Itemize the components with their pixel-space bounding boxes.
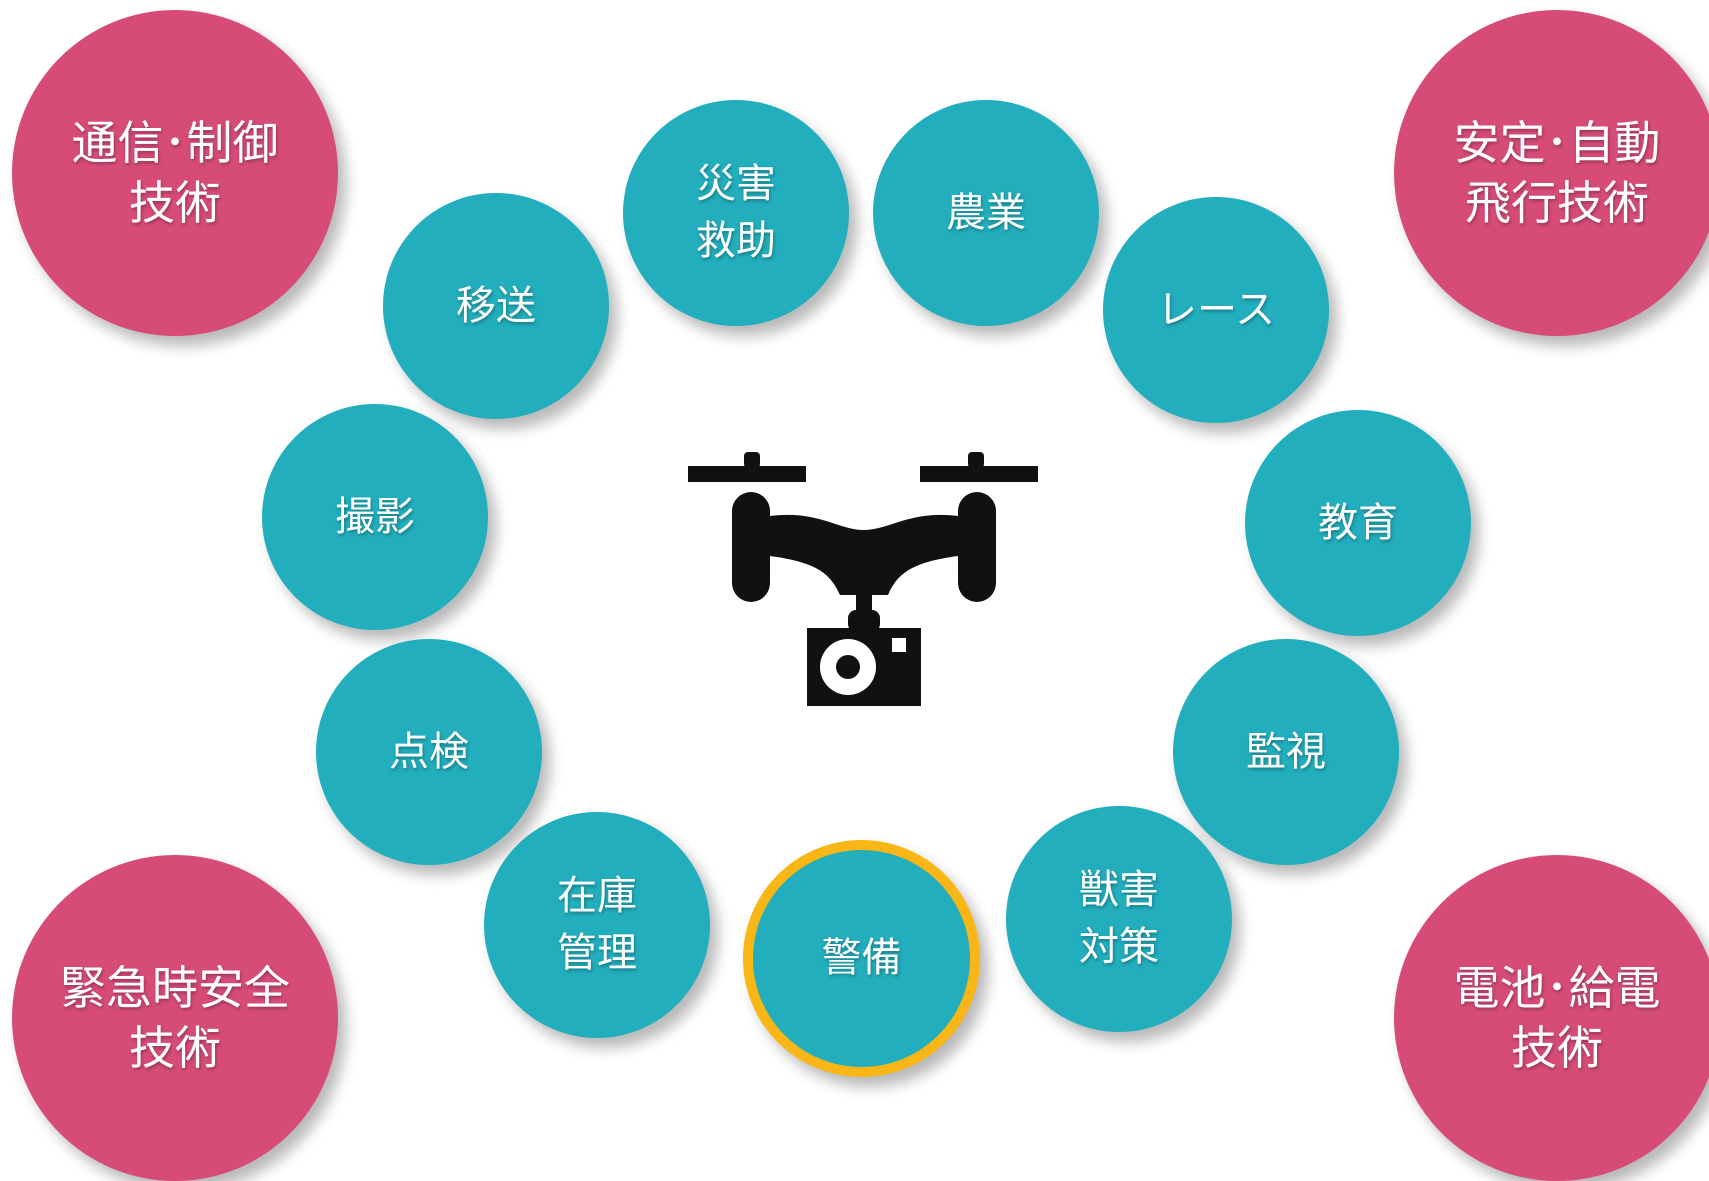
tech-communication-control: 通信･制御 技術 xyxy=(12,10,338,336)
right-propeller xyxy=(920,466,1038,482)
app-inspection: 点検 xyxy=(316,639,542,865)
app-agriculture: 農業 xyxy=(873,100,1099,326)
left-motor-leg xyxy=(732,492,770,602)
label-line1: 点検 xyxy=(389,728,469,775)
label-line2: 技術 xyxy=(129,1021,221,1075)
label-line1: 通信･制御 xyxy=(71,116,279,170)
label-line2: 技術 xyxy=(1511,1021,1603,1075)
label-line1: 監視 xyxy=(1246,728,1326,775)
app-race: レース xyxy=(1103,197,1329,423)
label-line1: 獣害 xyxy=(1079,867,1159,913)
app-transport: 移送 xyxy=(383,193,609,419)
label-line1: 移送 xyxy=(456,282,536,329)
gimbal-mount xyxy=(848,610,880,632)
label-line2: 技術 xyxy=(129,176,221,230)
app-monitoring: 監視 xyxy=(1173,639,1399,865)
label-line2: 管理 xyxy=(557,930,637,976)
app-disaster-rescue: 災害 救助 xyxy=(623,100,849,326)
app-photography: 撮影 xyxy=(262,404,488,630)
gimbal-stem xyxy=(856,595,872,613)
app-inventory-management: 在庫 管理 xyxy=(484,812,710,1038)
camera-flash xyxy=(892,638,906,652)
label-line1: 災害 xyxy=(696,161,776,207)
label-line1: 緊急時安全 xyxy=(60,961,290,1015)
left-rotor-hub xyxy=(744,452,760,468)
left-propeller xyxy=(688,466,806,482)
label-line1: 安定･自動 xyxy=(1453,116,1661,170)
tech-emergency-safety: 緊急時安全 技術 xyxy=(12,855,338,1181)
tech-stable-autonomous-flight: 安定･自動 飛行技術 xyxy=(1394,10,1709,336)
label-line1: 農業 xyxy=(946,189,1026,236)
label-line1: 警備 xyxy=(821,935,902,981)
drone-body xyxy=(770,514,958,595)
right-rotor-hub xyxy=(968,452,984,468)
tech-battery-power-supply: 電池･給電 技術 xyxy=(1394,855,1709,1181)
label-line1: 撮影 xyxy=(335,493,415,540)
label-line2: 対策 xyxy=(1079,924,1159,970)
label-line1: 電池･給電 xyxy=(1453,961,1661,1015)
app-education: 教育 xyxy=(1245,410,1471,636)
label-line1: 在庫 xyxy=(557,873,637,919)
label-line2: 救助 xyxy=(696,218,776,264)
app-wildlife-damage-control: 獣害 対策 xyxy=(1006,806,1232,1032)
camera-lens xyxy=(836,655,860,679)
label-line2: 飛行技術 xyxy=(1465,176,1649,230)
app-security-highlighted: 警備 xyxy=(743,840,980,1077)
right-motor-leg xyxy=(958,492,996,602)
drone-with-camera-icon xyxy=(688,452,1038,706)
label-line1: レース xyxy=(1157,286,1275,333)
label-line1: 教育 xyxy=(1318,499,1398,546)
